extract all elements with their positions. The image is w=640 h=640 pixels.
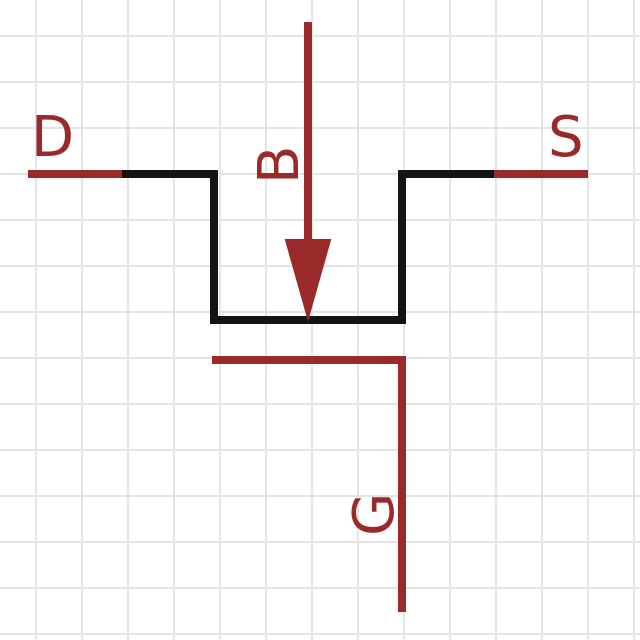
gate-plate-and-wire[interactable] [212,356,406,612]
source-label: S [548,105,584,170]
drain-label: D [31,105,74,170]
bulk-label: B [247,146,312,184]
gate-label: G [342,493,407,536]
bulk-arrow-icon [284,239,332,322]
